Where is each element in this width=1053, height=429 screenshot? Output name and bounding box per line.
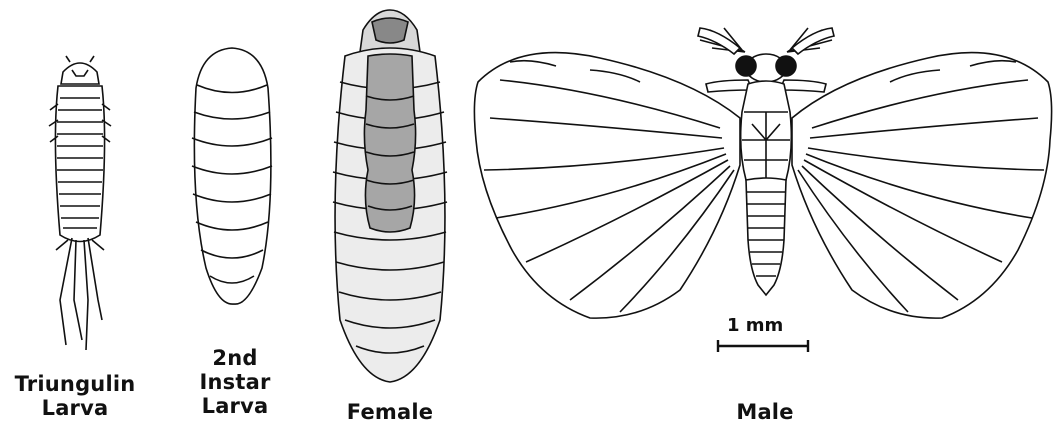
female-illustration: [333, 10, 447, 382]
scale-bar-line: [718, 340, 808, 352]
male-illustration: [474, 28, 1051, 352]
female-label: Female: [325, 400, 455, 424]
second-instar-larva-label: 2nd Instar Larva: [180, 346, 290, 418]
triungulin-larva-illustration: [49, 56, 111, 350]
male-label: Male: [700, 400, 830, 424]
scale-bar-label: 1 mm: [727, 315, 783, 336]
triungulin-larva-label: Triungulin Larva: [10, 372, 140, 420]
second-instar-larva-illustration: [192, 48, 272, 304]
